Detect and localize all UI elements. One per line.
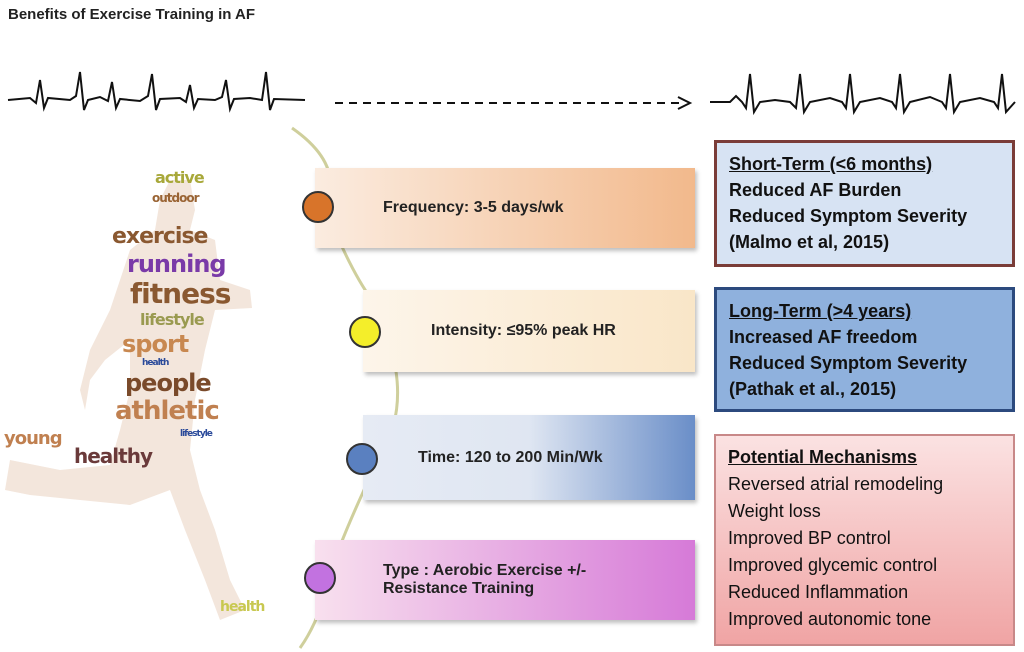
long-term-line: (Pathak et al., 2015) xyxy=(729,379,897,399)
step-frequency: Frequency: 3-5 days/wk xyxy=(315,168,695,248)
step-label: Intensity: ≤95% peak HR xyxy=(431,322,616,339)
mechanism-item: Improved autonomic tone xyxy=(728,609,932,629)
word: running xyxy=(127,250,227,278)
step-label: Type : Aerobic Exercise +/- Resistance T… xyxy=(383,562,587,597)
mechanisms-box: Potential Mechanisms Reversed atrial rem… xyxy=(714,434,1015,646)
short-term-line: (Malmo et al, 2015) xyxy=(729,232,890,252)
step-type: Type : Aerobic Exercise +/- Resistance T… xyxy=(315,540,695,620)
runner-silhouette xyxy=(5,180,252,620)
long-term-box: Long-Term (>4 years) Increased AF freedo… xyxy=(714,287,1015,412)
arrow-head xyxy=(677,96,693,110)
word: lifestyle xyxy=(140,310,205,329)
word: athletic xyxy=(115,396,220,426)
word: sport xyxy=(122,330,189,358)
step-label: Time: 120 to 200 Min/Wk xyxy=(418,448,603,466)
word: fitness xyxy=(130,277,231,310)
word: outdoor xyxy=(152,191,200,205)
intensity-dot-icon xyxy=(349,316,381,348)
long-term-line: Reduced Symptom Severity xyxy=(729,353,968,373)
step-label: Frequency: 3-5 days/wk xyxy=(383,199,564,216)
word: health xyxy=(142,358,169,368)
word: young xyxy=(4,428,63,449)
step-intensity: Intensity: ≤95% peak HR xyxy=(363,290,695,372)
short-term-line: Reduced AF Burden xyxy=(729,180,902,200)
short-term-box: Short-Term (<6 months) Reduced AF Burden… xyxy=(714,140,1015,267)
word: people xyxy=(125,369,212,397)
short-term-heading: Short-Term (<6 months) xyxy=(729,154,933,174)
mechanism-item: Improved glycemic control xyxy=(728,555,938,575)
mechanism-item: Weight loss xyxy=(728,501,821,521)
word: exercise xyxy=(112,224,208,249)
long-term-heading: Long-Term (>4 years) xyxy=(729,301,912,321)
mechanism-item: Improved BP control xyxy=(728,528,891,548)
word: health xyxy=(220,599,265,615)
frequency-dot-icon xyxy=(302,191,334,223)
step-time: Time: 120 to 200 Min/Wk xyxy=(363,415,695,500)
mechanisms-heading: Potential Mechanisms xyxy=(728,447,918,467)
runner-word-cloud: active outdoor exercise running fitness … xyxy=(0,150,300,630)
ecg-sinus-trace xyxy=(710,73,1016,116)
word: lifestyle xyxy=(180,429,213,439)
long-term-line: Increased AF freedom xyxy=(729,327,918,347)
diagram-title: Benefits of Exercise Training in AF xyxy=(8,6,256,23)
short-term-line: Reduced Symptom Severity xyxy=(729,206,968,226)
word: healthy xyxy=(74,444,153,468)
mechanism-item: Reversed atrial remodeling xyxy=(728,474,944,494)
type-dot-icon xyxy=(304,562,336,594)
ecg-af-trace xyxy=(7,71,306,113)
mechanism-item: Reduced Inflammation xyxy=(728,582,909,602)
time-dot-icon xyxy=(346,443,378,475)
word: active xyxy=(155,168,205,187)
